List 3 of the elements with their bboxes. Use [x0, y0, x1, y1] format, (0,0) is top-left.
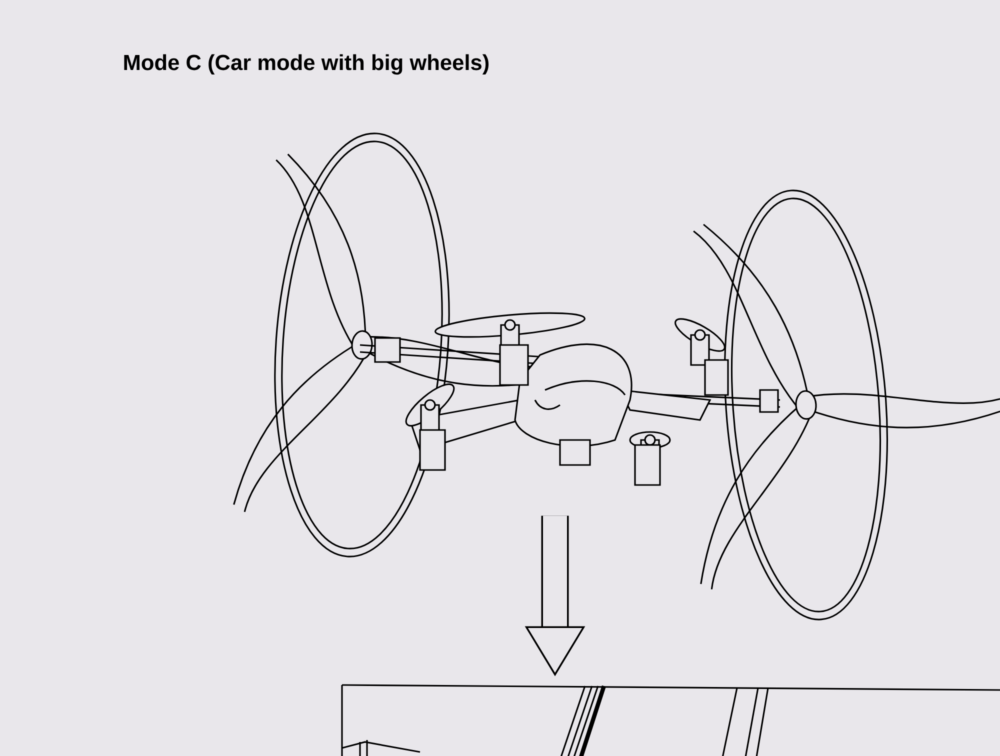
- picture: [341, 684, 1000, 756]
- title: Mode C (Car mode with big wheels): [124, 54, 489, 75]
- drone-drawing: [233, 132, 1000, 620]
